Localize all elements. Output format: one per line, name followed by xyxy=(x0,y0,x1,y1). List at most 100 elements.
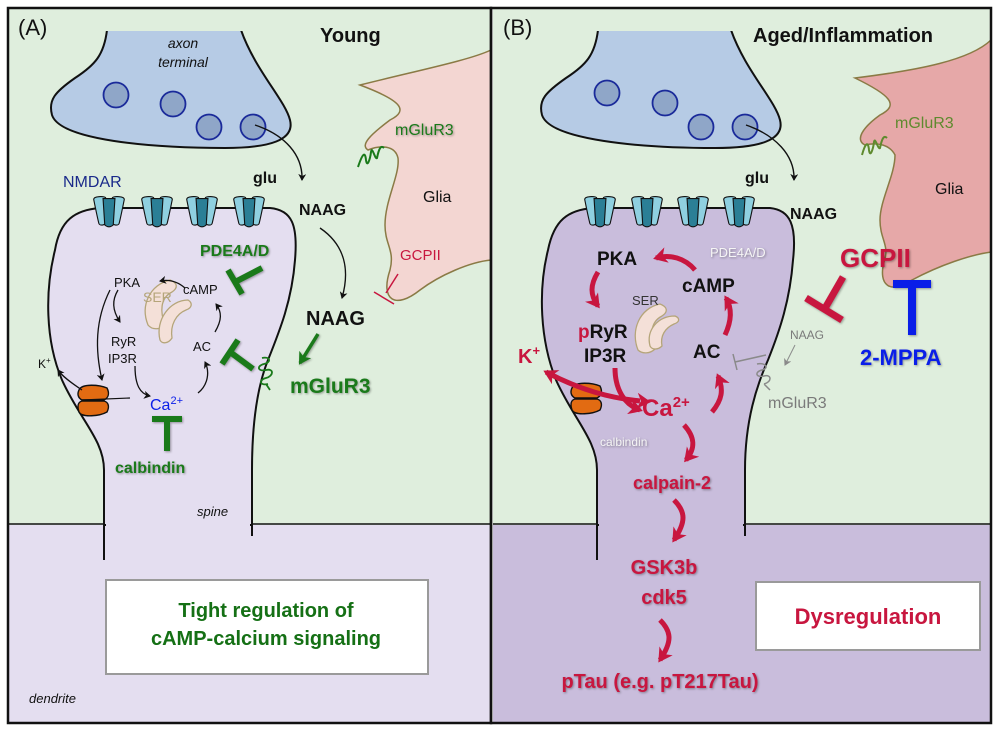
panel-a: (A) Young axon terminal NMDAR glu NAAG N… xyxy=(8,8,492,723)
naag-label-top: NAAG xyxy=(790,206,837,223)
panel-a-letter: (A) xyxy=(18,15,47,40)
naag-diffusion-arrow xyxy=(319,227,348,299)
nmdar-receptor xyxy=(233,196,265,228)
dysregulated-signaling-arrows xyxy=(543,247,739,663)
nmdar-receptor xyxy=(93,196,125,228)
vesicle xyxy=(195,113,223,141)
pde4ad-inhibition xyxy=(225,265,264,296)
nmdar-receptor xyxy=(631,196,663,228)
glia-mglur3-label: mGluR3 xyxy=(395,122,454,139)
glia-label: Glia xyxy=(935,181,964,198)
ptau-label: pTau (e.g. pT217Tau) xyxy=(561,671,758,693)
panel-b-axon-terminal xyxy=(540,29,782,150)
panel-a-glia xyxy=(357,48,492,301)
k-efflux-arrow xyxy=(57,369,83,391)
ser-organelle xyxy=(634,303,667,354)
2-mppa-inhibition xyxy=(893,280,931,335)
calpain-to-gsk3b-arrow xyxy=(671,498,687,543)
ip3r-to-ca-arrow xyxy=(134,365,151,399)
ac-to-camp-arrow xyxy=(214,303,223,333)
ac-label: AC xyxy=(693,342,721,363)
calcium-label: Ca2+ xyxy=(150,395,183,414)
glu-label: glu xyxy=(745,170,769,187)
calbindin-inhibition xyxy=(152,416,182,451)
pka-to-k-channel-arrow xyxy=(96,289,111,381)
panel-a-summary-box: Tight regulation of cAMP-calcium signali… xyxy=(105,579,429,675)
k-ion-label: K+ xyxy=(518,343,540,368)
glia-mglur3-receptor-icon xyxy=(861,135,888,156)
panel-b: (B) Aged/Inflammation glu NAAG Glia mGlu… xyxy=(493,8,992,723)
pka-to-ryr-arrow xyxy=(113,289,121,323)
panel-b-letter: (B) xyxy=(503,15,532,40)
ca-to-ac-arrow xyxy=(710,373,730,414)
panel-a-title: Young xyxy=(320,25,381,47)
ser-label: SER xyxy=(632,293,659,308)
axon-terminal-label: terminal xyxy=(158,54,209,70)
summary-line-1: Tight regulation of xyxy=(178,600,354,622)
vesicle xyxy=(651,89,679,117)
calpain-2-label: calpain-2 xyxy=(633,473,711,493)
nmdar-receptor xyxy=(723,196,755,228)
pka-label: PKA xyxy=(597,249,637,270)
pde4ad-label: PDE4A/D xyxy=(200,243,269,260)
pka-to-pryr-arrow xyxy=(585,270,601,309)
calcium-label: Ca2+ xyxy=(642,394,690,422)
weak-mglur3-ac-inhibition xyxy=(732,344,796,391)
mglur3-label: mGluR3 xyxy=(290,375,371,398)
k-ion-label: K+ xyxy=(38,356,51,371)
ca-to-ac-arrow xyxy=(197,361,212,394)
panel-a-axon-terminal xyxy=(50,29,292,150)
camp-to-pka-arrow xyxy=(653,247,697,272)
nmdar-label: NMDAR xyxy=(63,174,122,191)
gcpii-label: GCPII xyxy=(400,247,441,264)
ac-to-camp-arrow xyxy=(722,295,739,337)
nmdar-receptor xyxy=(677,196,709,228)
axon-terminal-label: axon xyxy=(168,35,199,51)
naag-to-mglur3-arrow xyxy=(298,333,320,365)
spine-label: spine xyxy=(197,504,228,519)
vesicle xyxy=(159,90,187,118)
calbindin-label: calbindin xyxy=(115,460,185,477)
mglur3-ac-inhibition xyxy=(219,338,255,372)
calbindin-label: calbindin xyxy=(600,435,647,449)
gsk3b-label: GSK3b xyxy=(631,557,698,579)
ip3r-label: IP3R xyxy=(108,351,137,366)
ac-label: AC xyxy=(193,339,211,354)
glia-label: Glia xyxy=(423,189,452,206)
panel-b-summary-box: Dysregulation xyxy=(755,581,981,651)
glu-label: glu xyxy=(253,170,277,187)
mglur3-receptor-icon xyxy=(258,356,273,391)
cdk5-label: cdk5 xyxy=(641,587,687,609)
gcpii-inhibition xyxy=(804,275,847,323)
glu-release-arrow xyxy=(254,124,307,181)
nmdar-receptor xyxy=(141,196,173,228)
gcpii-inhibition-small xyxy=(373,273,399,305)
mglur3-label: mGluR3 xyxy=(768,395,827,412)
glia-mglur3-label: mGluR3 xyxy=(895,115,954,132)
ser-label: SER xyxy=(143,289,172,305)
panel-b-title: Aged/Inflammation xyxy=(753,25,933,47)
naag-label-top: NAAG xyxy=(299,202,346,219)
nmdar-receptor xyxy=(186,196,218,228)
cdk5-to-ptau-arrow xyxy=(657,618,673,663)
camp-to-pka-arrow xyxy=(159,275,186,289)
ca-to-calpain-arrow xyxy=(682,423,700,463)
mglur3-receptor-icon xyxy=(756,362,771,391)
glia-mglur3-receptor-icon xyxy=(357,145,385,168)
summary-line-2: cAMP-calcium signaling xyxy=(151,628,381,650)
vesicle xyxy=(102,81,130,109)
gcpii-label: GCPII xyxy=(840,243,911,273)
pryr-label: pRyR xyxy=(578,322,628,343)
vesicle xyxy=(731,113,759,141)
naag-small-label: NAAG xyxy=(790,328,824,342)
ip3r-label: IP3R xyxy=(584,346,627,367)
pka-label: PKA xyxy=(114,275,140,290)
ser-organelle xyxy=(158,299,192,344)
dendrite-label: dendrite xyxy=(29,691,76,706)
camp-label: cAMP xyxy=(183,282,218,297)
glu-release-arrow xyxy=(745,124,799,181)
pde4ad-label: PDE4A/D xyxy=(710,245,766,260)
panel-a-spine xyxy=(47,207,297,560)
ser-organelle xyxy=(648,315,680,350)
